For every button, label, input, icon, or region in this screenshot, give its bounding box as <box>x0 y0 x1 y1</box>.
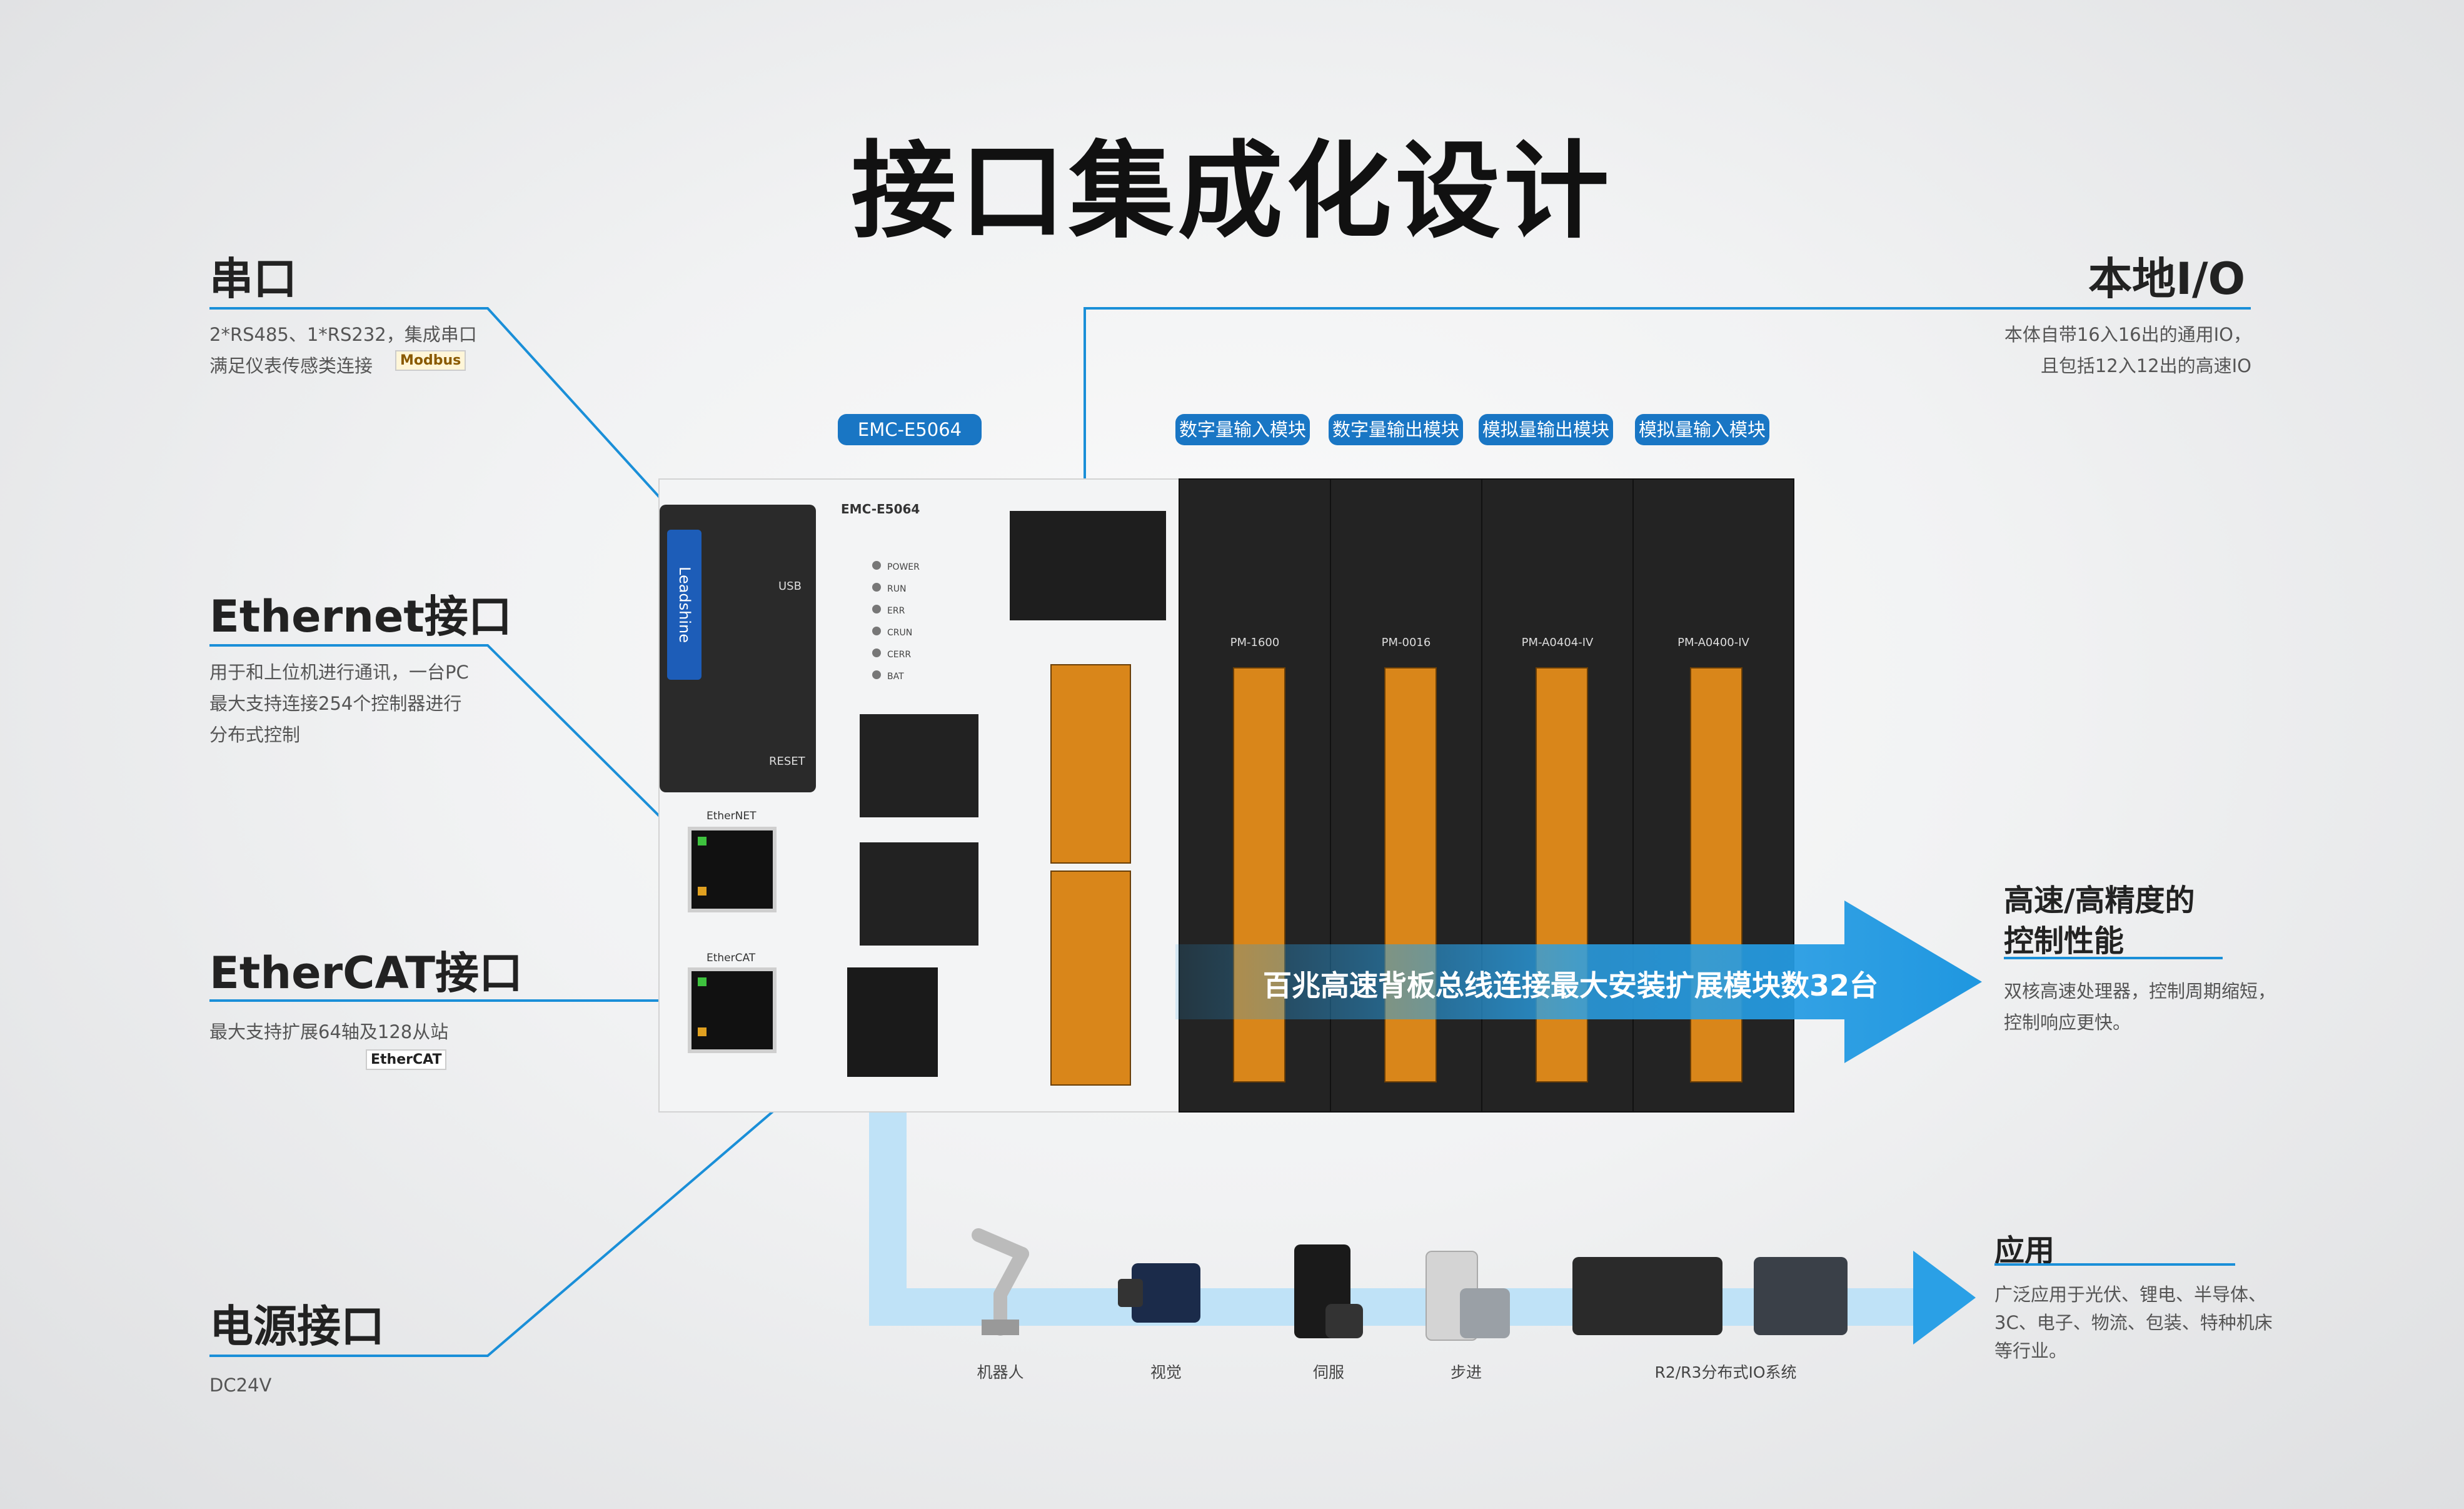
local-io-heading: 本地I/O <box>2088 253 2246 305</box>
ethernet-port-label: EtherNET <box>707 810 757 822</box>
controller-model: EMC-E5064 <box>841 502 920 517</box>
power-heading: 电源接口 <box>209 1301 385 1352</box>
application-desc-2: 3C、电子、物流、包装、特种机床 <box>1994 1312 2273 1333</box>
tag-digital-input: 数字量输入模块 <box>1175 414 1310 445</box>
performance-heading-2: 控制性能 <box>2004 924 2125 959</box>
ethernet-desc-3: 分布式控制 <box>209 724 301 745</box>
r3-io-rack-icon <box>1754 1257 1848 1335</box>
modbus-logo: Modbus <box>395 350 466 371</box>
module-2-label: PM-0016 <box>1381 636 1431 649</box>
usb-label: USB <box>778 580 802 593</box>
ethercat-logo: EtherCAT <box>366 1049 447 1070</box>
device-label-robot: 机器人 <box>977 1363 1024 1381</box>
led-crun: CRUN <box>887 628 913 638</box>
application-desc-1: 广泛应用于光伏、锂电、半导体、 <box>1994 1284 2267 1305</box>
serial-terminal-2[interactable] <box>860 842 978 946</box>
ethercat-desc-1: 最大支持扩展64轴及128从站 <box>209 1021 449 1042</box>
tag-analog-output: 模拟量输出模块 <box>1479 414 1613 445</box>
tag-controller: EMC-E5064 <box>838 414 982 445</box>
performance-heading-1: 高速/高精度的 <box>2004 883 2195 918</box>
led-bat: BAT <box>887 672 904 682</box>
application-underline <box>1994 1263 2235 1266</box>
camera-icon <box>1118 1263 1200 1323</box>
led-run: RUN <box>887 584 907 594</box>
ethercat-port[interactable] <box>688 967 777 1053</box>
module-3-label: PM-A0404-IV <box>1521 636 1594 649</box>
link-led-icon <box>698 837 707 845</box>
robot-icon <box>957 1219 1044 1338</box>
performance-desc-2: 控制响应更快。 <box>2004 1012 2131 1033</box>
bus-arrow <box>1175 901 1982 1063</box>
performance-desc-1: 双核高速处理器，控制周期缩短， <box>2004 981 2276 1002</box>
performance-underline <box>2004 957 2223 959</box>
controller-body: Leadshine USB RESET EtherNET EtherCAT EM… <box>658 478 1180 1113</box>
r2-io-rack-icon <box>1572 1257 1722 1335</box>
bus-banner-text: 百兆高速背板总线连接最大安装扩展模块数32台 <box>1263 969 1879 1002</box>
local-io-desc-1: 本体自带16入16出的通用IO， <box>2004 324 2251 345</box>
ethernet-desc-1: 用于和上位机进行通讯，一台PC <box>209 662 469 683</box>
device-label-vision: 视觉 <box>1150 1363 1182 1381</box>
application-heading: 应用 <box>1994 1233 2055 1268</box>
led-power: POWER <box>887 562 920 572</box>
io-terminal-in[interactable] <box>1050 664 1131 864</box>
device-label-io-system: R2/R3分布式IO系统 <box>1654 1363 1797 1381</box>
ethernet-heading: Ethernet接口 <box>209 591 512 642</box>
stepper-motor-icon <box>1460 1288 1510 1338</box>
tag-analog-input: 模拟量输入模块 <box>1635 414 1769 445</box>
application-desc-3: 等行业。 <box>1994 1340 2068 1361</box>
activity-led-icon <box>698 1027 707 1036</box>
ethercat-heading: EtherCAT接口 <box>209 947 523 999</box>
ethernet-leader <box>209 644 708 864</box>
controller-top-panel: Leadshine USB RESET <box>660 505 816 792</box>
reset-label: RESET <box>769 755 805 768</box>
serial-desc-2: 满足仪表传感类连接 <box>209 355 373 376</box>
ethernet-desc-2: 最大支持连接254个控制器进行 <box>209 693 462 714</box>
application-arrow <box>1913 1251 1976 1345</box>
page-title: 接口集成化设计 <box>851 130 1613 253</box>
power-terminal[interactable] <box>847 967 938 1077</box>
ethernet-port[interactable] <box>688 827 777 912</box>
io-terminal-out[interactable] <box>1050 871 1131 1086</box>
servo-motor-icon <box>1325 1304 1363 1338</box>
module-1-label: PM-1600 <box>1230 636 1280 649</box>
tag-digital-output: 数字量输出模块 <box>1329 414 1463 445</box>
brand-logo: Leadshine <box>667 530 701 680</box>
led-err: ERR <box>887 606 905 616</box>
serial-desc-1: 2*RS485、1*RS232，集成串口 <box>209 324 477 345</box>
module-4-label: PM-A0400-IV <box>1677 636 1749 649</box>
status-leds: POWER RUN ERR CRUN CERR BAT <box>872 561 920 692</box>
io-indicator-panel <box>1010 511 1166 620</box>
activity-led-icon <box>698 887 707 896</box>
serial-terminal[interactable] <box>860 714 978 817</box>
device-label-servo: 伺服 <box>1312 1363 1344 1381</box>
device-label-stepper: 步进 <box>1450 1363 1482 1381</box>
power-leader <box>209 1012 889 1357</box>
link-led-icon <box>698 977 707 986</box>
ethercat-port-label: EtherCAT <box>707 952 756 964</box>
local-io-desc-2: 且包括12入12出的高速IO <box>2040 355 2251 376</box>
serial-heading: 串口 <box>209 253 297 305</box>
led-cerr: CERR <box>887 650 912 660</box>
power-desc-1: DC24V <box>209 1375 272 1396</box>
